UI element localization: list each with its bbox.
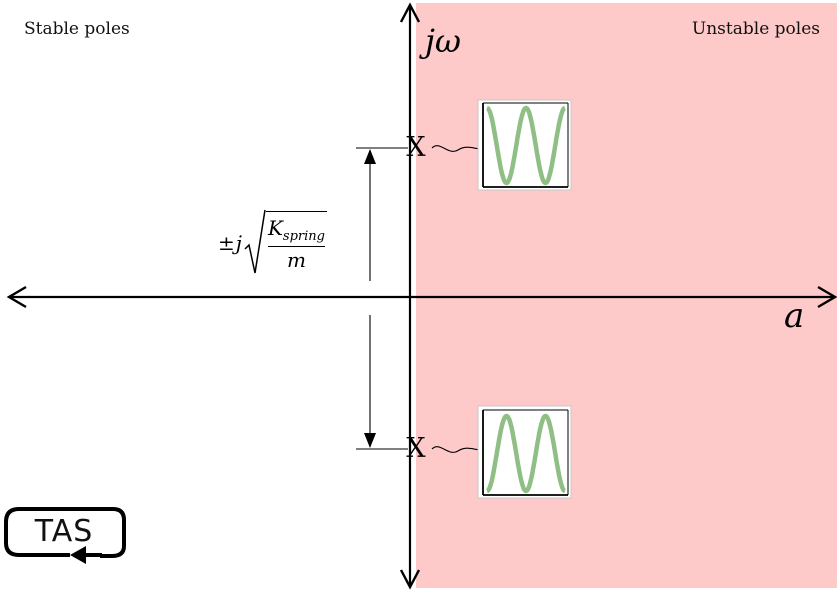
plus-minus-sign: ±: [218, 231, 235, 255]
real-axis-left-arrow: [6, 285, 27, 309]
fraction-denominator: m: [286, 247, 306, 272]
upper-oscillation-inset: [477, 99, 572, 191]
lower-pole-marker: X: [406, 433, 426, 464]
unstable-region: [416, 3, 837, 588]
lower-squiggle-connector: [431, 446, 481, 453]
unstable-poles-label: Unstable poles: [691, 19, 820, 39]
imaginary-unit: j: [235, 231, 242, 255]
imaginary-axis-top-arrow: [399, 2, 421, 23]
imaginary-axis-bottom-arrow: [399, 569, 421, 590]
numerator-subscript: spring: [282, 228, 325, 244]
lower-oscillation-wave: [486, 413, 566, 494]
upper-pole-marker: X: [406, 132, 426, 163]
tas-logo: TAS: [5, 507, 126, 562]
upper-squiggle-connector: [431, 145, 481, 152]
numerator-symbol: K: [267, 215, 283, 240]
pole-location-formula: ± j Kspring m: [218, 208, 327, 278]
tas-logo-frame: [4, 507, 126, 564]
imaginary-axis-label: jω: [425, 22, 462, 60]
lower-dimension-arrowhead: [364, 433, 376, 448]
lower-oscillation-inset: [477, 405, 572, 499]
stable-poles-label: Stable poles: [24, 19, 130, 39]
square-root: Kspring m: [244, 209, 327, 277]
real-axis-right-arrow: [817, 285, 838, 309]
radical-sign-icon: [244, 209, 266, 274]
upper-oscillation-wave: [486, 105, 566, 186]
fraction-numerator: Kspring: [267, 215, 325, 247]
real-axis-label: a: [784, 296, 805, 336]
tas-logo-text: TAS: [34, 513, 94, 549]
upper-dimension-arrowhead: [364, 149, 376, 164]
fraction: Kspring m: [265, 210, 327, 272]
